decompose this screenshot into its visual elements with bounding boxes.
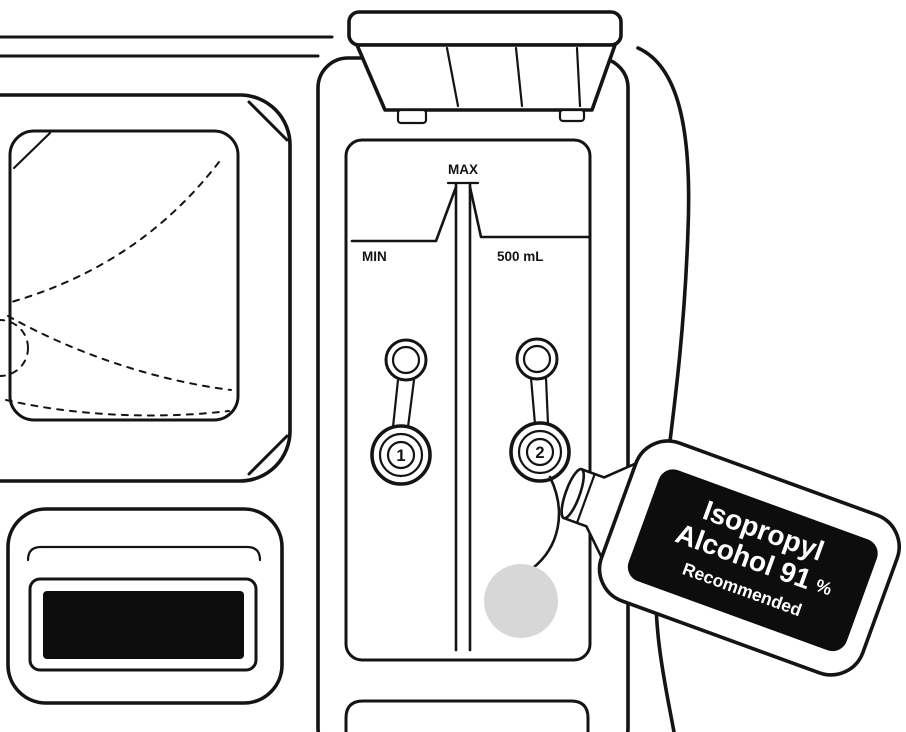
port-2-cap-icon <box>515 337 559 381</box>
hanging-cap-circle <box>484 564 558 638</box>
port-1-number: 1 <box>396 447 405 465</box>
cap-tether-line <box>531 475 561 570</box>
panel-recess-line <box>26 545 262 562</box>
port-2-opening <box>509 421 571 483</box>
machine-right-edge-curve <box>636 46 691 732</box>
reservoir-window <box>344 138 592 662</box>
left-upper-panel-window <box>8 129 240 422</box>
lid-back-panel <box>347 10 623 47</box>
lid-hinge-tab-right <box>558 108 586 123</box>
port-1-cap-icon <box>384 338 428 382</box>
min-label: MIN <box>362 249 387 264</box>
water-dashed-circle <box>0 319 29 377</box>
port-2-strap <box>529 376 537 426</box>
console-outline <box>316 56 630 732</box>
bottle-label-percent: % <box>813 575 835 599</box>
port-2-opening-inner <box>517 429 563 475</box>
port-1-strap <box>406 378 416 429</box>
lid-crease <box>514 46 524 108</box>
capacity-label: 500 mL <box>497 249 544 264</box>
bottle-mouth <box>560 467 586 520</box>
port-1-opening-inner <box>378 432 424 478</box>
bottle-shoulder-top <box>580 462 638 479</box>
water-level-dashed-line <box>7 161 220 304</box>
lid-flap <box>355 43 617 112</box>
fill-level-line-right <box>468 185 590 239</box>
fill-level-line-left <box>350 185 458 243</box>
console-bottom-seam <box>344 699 590 732</box>
bottle-neck-rim <box>575 472 596 524</box>
left-upper-panel <box>0 93 292 483</box>
left-lower-panel <box>6 507 284 705</box>
lid-crease <box>445 46 460 108</box>
left-upper-panel-outline <box>0 93 292 483</box>
lid-crease <box>575 46 582 108</box>
machine-top-edges <box>0 35 334 58</box>
center-console <box>316 56 630 732</box>
water-level-dashed-line <box>5 399 230 417</box>
water-level-dashed-line <box>7 315 232 391</box>
port-2-number: 2 <box>535 444 544 462</box>
port-2-assembly: 2 <box>509 337 571 483</box>
port-1-assembly: 1 <box>370 338 432 486</box>
port-2-number-circle <box>525 437 555 467</box>
port-1-opening <box>370 424 432 486</box>
port-1-number-circle <box>386 440 416 470</box>
alcohol-bottle: Isopropyl Alcohol 91 % Recommended <box>560 439 901 677</box>
port-2-cap-inner <box>522 344 552 374</box>
corner-chamfer-top <box>247 100 289 142</box>
port-1-strap <box>391 378 400 429</box>
lid-hinge-tab-left <box>396 108 428 125</box>
detached-cap <box>484 475 561 638</box>
port-1-cap-inner <box>391 345 421 375</box>
open-lid <box>347 10 623 125</box>
bottle-label <box>627 469 878 652</box>
left-lower-panel-outline <box>6 507 284 705</box>
port-2-strap <box>544 376 550 426</box>
window-chamfer <box>12 131 52 170</box>
corner-chamfer-bottom <box>247 434 289 476</box>
slot-opening <box>43 591 244 659</box>
max-label: MAX <box>448 162 478 177</box>
bottle-shoulder-bottom <box>562 516 603 559</box>
reservoir-markings: MAX MIN 500 mL <box>350 162 590 652</box>
slot-outline <box>28 577 258 672</box>
